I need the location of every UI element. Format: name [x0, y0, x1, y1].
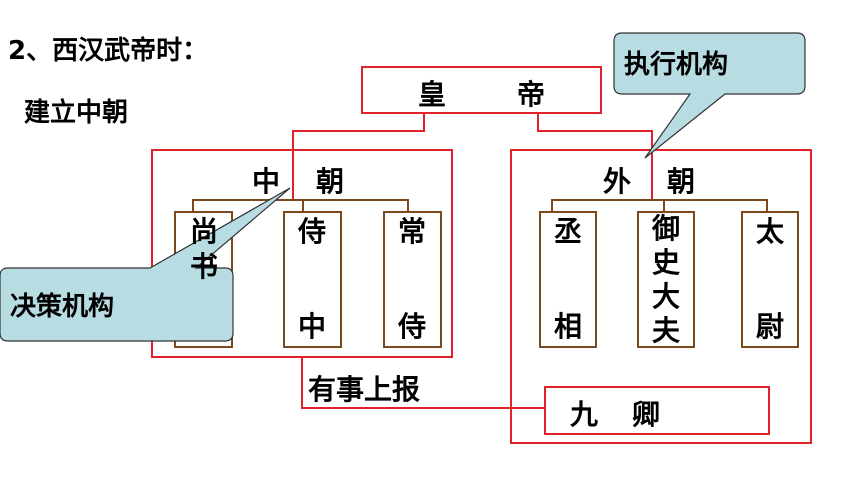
office-changshi-bottom: 侍	[397, 310, 426, 343]
office-taiwei-top: 太	[755, 215, 784, 248]
office-chengxiang-bottom: 相	[553, 310, 582, 343]
office-shizhong-top: 侍	[297, 215, 326, 248]
emperor-to-inner-line	[292, 113, 425, 150]
office-chengxiang-top: 丞	[553, 215, 582, 248]
emperor-to-outer-line	[537, 113, 653, 150]
office-shangshu-top: 尚	[189, 215, 218, 248]
nine-ministers-box	[544, 386, 770, 435]
office-box-shizhong	[283, 211, 342, 348]
outer-court-frame	[510, 149, 812, 444]
report-label: 有事上报	[308, 373, 421, 406]
office-changshi-top: 常	[397, 215, 426, 248]
report-line	[301, 357, 545, 409]
execution-callout-shape	[613, 32, 806, 159]
execution-callout-text: 执行机构	[624, 50, 729, 80]
emperor-label-right: 帝	[517, 78, 546, 111]
outer-court-title-left: 外	[603, 165, 632, 198]
page-subheading: 建立中朝	[24, 98, 129, 128]
office-shizhong-bottom: 中	[297, 310, 326, 343]
nine-ministers-left: 九	[570, 398, 599, 431]
office-taiwei-bottom: 尉	[755, 310, 784, 343]
outer-court-title-right: 朝	[667, 165, 696, 198]
office-box-yushidafu	[637, 211, 695, 348]
emperor-box	[361, 66, 602, 114]
page-heading: 2、西汉武帝时：	[8, 36, 209, 66]
inner-court-title-right: 朝	[316, 165, 345, 198]
office-box-chengxiang	[539, 211, 597, 348]
decision-callout-shape	[0, 187, 291, 342]
emperor-label-left: 皇	[418, 78, 447, 111]
office-yushidafu: 御史大夫	[651, 212, 680, 347]
office-box-taiwei	[741, 211, 799, 348]
office-box-changshi	[383, 211, 442, 348]
inner-bracket	[192, 199, 409, 212]
office-shangshu-bottom: 书	[189, 250, 218, 283]
decision-callout-text: 决策机构	[10, 292, 115, 322]
outer-bracket	[551, 199, 768, 212]
nine-ministers-right: 卿	[632, 398, 661, 431]
inner-court-title-left: 中	[252, 165, 281, 198]
